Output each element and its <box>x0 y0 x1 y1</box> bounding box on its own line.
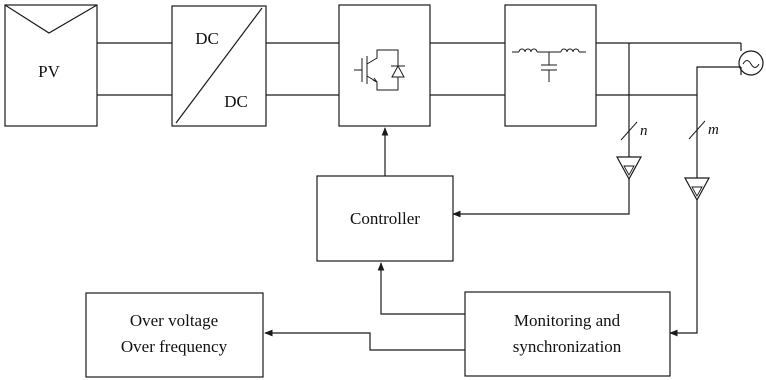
ac-grid-source-icon <box>738 50 764 76</box>
lc-filter-icon <box>512 48 586 82</box>
sensor-amplifier-icon <box>683 177 711 202</box>
bus-label-n: n <box>640 123 648 139</box>
pv-block: PV <box>4 4 98 127</box>
pv-label: PV <box>38 62 60 81</box>
protection-label-line1: Over voltage <box>130 311 218 330</box>
dcdc-output-label: DC <box>224 92 248 111</box>
dcdc-input-label: DC <box>195 29 219 48</box>
arrow-voltage-to-monitoring <box>669 200 698 337</box>
dcdc-divider-line <box>175 7 263 124</box>
igbt-inverter-icon <box>354 49 405 91</box>
pv-panel-icon <box>4 4 98 34</box>
controller-label: Controller <box>350 209 420 228</box>
arrow-current-to-controller <box>452 179 630 218</box>
controller-block: Controller <box>316 175 454 262</box>
arrow-monitoring-to-protection <box>264 329 465 351</box>
sensor-amplifier-icon <box>615 156 643 181</box>
wire-filter-grid-bottom <box>596 66 741 96</box>
bus-slash-m <box>688 120 706 140</box>
protection-label-line2: Over frequency <box>121 337 228 356</box>
arrow-monitoring-to-controller <box>377 262 465 315</box>
bus-label-m: m <box>708 122 719 138</box>
monitoring-label-line2: synchronization <box>513 337 622 356</box>
dcdc-converter-block: DC DC <box>171 5 267 127</box>
bus-slash-n <box>620 121 638 141</box>
filter-block <box>504 4 597 127</box>
protection-block: Over voltage Over frequency <box>85 292 264 378</box>
monitoring-block: Monitoring and synchronization <box>464 291 671 377</box>
inverter-block <box>338 4 431 127</box>
monitoring-label-line1: Monitoring and <box>514 311 621 330</box>
